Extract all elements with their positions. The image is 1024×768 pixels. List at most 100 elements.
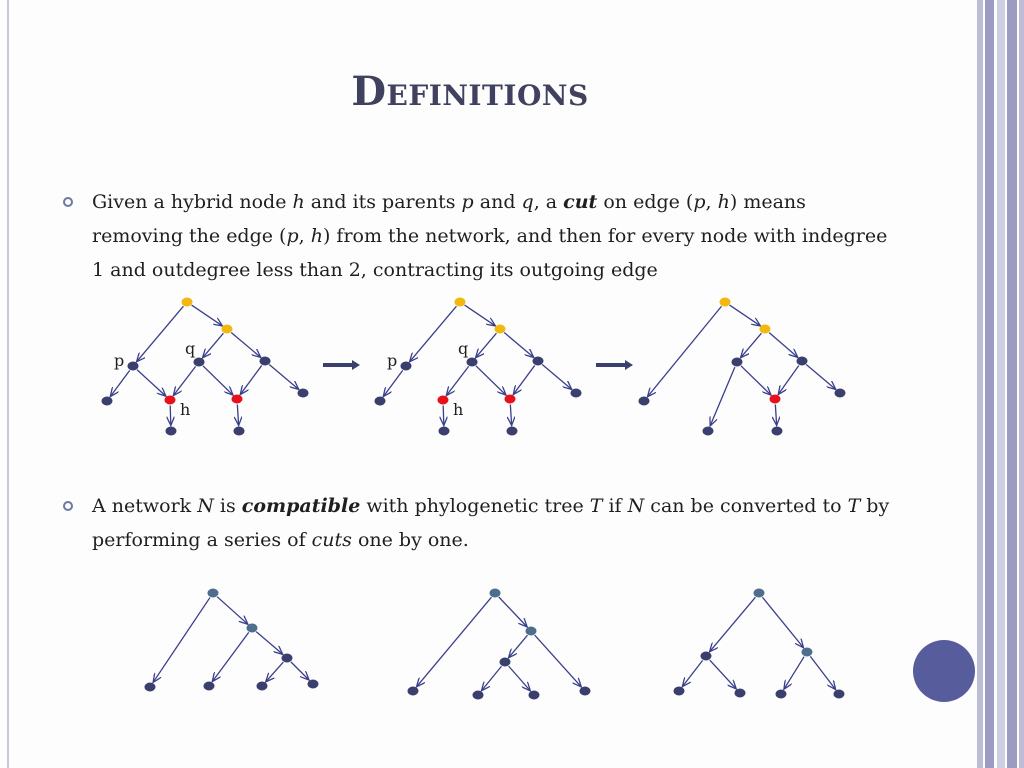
slide-side-bars	[977, 0, 1024, 768]
root-node	[494, 324, 506, 334]
label-p: p	[387, 351, 397, 370]
edge-arrow	[464, 304, 496, 326]
hybrid-node	[769, 394, 781, 404]
node	[281, 653, 293, 663]
root-node	[181, 297, 193, 307]
edge-arrow	[240, 365, 263, 394]
edge-arrow	[761, 596, 803, 647]
node	[297, 388, 309, 398]
node	[438, 426, 450, 436]
edge-arrow	[170, 405, 171, 425]
edge-arrow	[203, 332, 224, 358]
node	[731, 357, 743, 367]
text-run: , a	[533, 191, 564, 213]
text-run: N	[197, 495, 214, 517]
node	[374, 396, 386, 406]
edge-arrow	[508, 665, 531, 691]
label-h: h	[180, 400, 190, 419]
edge-arrow	[503, 332, 534, 358]
edge-arrow	[216, 596, 248, 625]
text-run: cuts	[311, 529, 352, 551]
node	[528, 690, 540, 700]
node	[193, 357, 205, 367]
tree-2	[407, 588, 591, 700]
node	[532, 356, 544, 366]
definition-compatible-text: A network N is compatible with phylogene…	[92, 489, 892, 557]
slide-left-rule	[7, 0, 9, 768]
edge-arrow	[443, 405, 444, 425]
node	[307, 679, 319, 689]
edge-arrow	[768, 332, 798, 358]
edge-arrow	[110, 370, 131, 396]
network-after-contraction	[638, 297, 846, 436]
network-cut-diagrams	[101, 297, 846, 436]
node	[673, 686, 685, 696]
edge-arrow	[290, 661, 309, 680]
text-run: h	[292, 191, 305, 213]
node	[203, 681, 215, 691]
node	[702, 426, 714, 436]
node	[771, 426, 783, 436]
network-before-cut	[101, 297, 309, 436]
text-run: A network	[92, 495, 198, 517]
edge-arrow	[137, 305, 184, 362]
text-run: can be converted to	[644, 495, 848, 517]
text-run: p	[286, 225, 299, 247]
tree-3	[673, 588, 845, 699]
edge-arrow	[541, 364, 572, 390]
edge-arrow	[191, 304, 223, 326]
node	[259, 356, 271, 366]
text-run: N	[627, 495, 645, 517]
node	[400, 361, 412, 371]
edge-arrow	[513, 365, 536, 394]
node	[466, 357, 478, 367]
root-node	[719, 297, 731, 307]
node	[570, 388, 582, 398]
edge-arrow	[266, 661, 284, 682]
text-run: one by one.	[351, 529, 469, 551]
label-h: h	[453, 400, 463, 419]
node	[246, 623, 258, 633]
root-node	[454, 297, 466, 307]
text-run: T	[847, 495, 861, 517]
text-run: cut	[563, 191, 598, 213]
compatible-tree-diagrams	[144, 588, 845, 700]
hybrid-node	[231, 394, 243, 404]
bullet-ring-icon	[63, 197, 73, 207]
edge-arrow	[173, 365, 197, 395]
edge-arrow	[710, 596, 756, 652]
edge-arrow	[481, 665, 503, 690]
node	[801, 647, 813, 657]
edge-arrow	[475, 365, 506, 395]
definition-cut-text: Given a hybrid node h and its parents p …	[92, 185, 892, 287]
edge-arrow	[476, 332, 497, 358]
node	[101, 396, 113, 406]
edge-arrow	[784, 656, 805, 690]
edge-arrow	[417, 596, 492, 687]
edge-arrow	[710, 366, 736, 426]
node	[834, 388, 846, 398]
network-after-edge-removal	[374, 297, 582, 436]
edge-arrow	[740, 365, 771, 395]
text-run: on edge (	[597, 191, 694, 213]
text-run: ) from the network, and then for every n…	[92, 225, 888, 281]
edge-arrow	[709, 659, 737, 689]
edge-arrow	[446, 365, 470, 395]
hybrid-node	[164, 395, 176, 405]
text-run: and	[473, 191, 522, 213]
text-run: ,	[705, 191, 718, 213]
edge-arrow	[268, 364, 299, 390]
node	[775, 689, 787, 699]
edge-arrow	[410, 305, 457, 362]
edge-arrow	[775, 404, 776, 425]
node	[489, 588, 501, 598]
text-run: p	[693, 191, 706, 213]
edge-arrow	[778, 365, 800, 394]
text-run: ) means removing the edge (	[92, 191, 806, 247]
text-run: by performing a series of	[92, 495, 890, 551]
edge-arrow	[809, 655, 835, 689]
edge-arrow	[805, 364, 836, 390]
node	[700, 651, 712, 661]
node	[233, 426, 245, 436]
